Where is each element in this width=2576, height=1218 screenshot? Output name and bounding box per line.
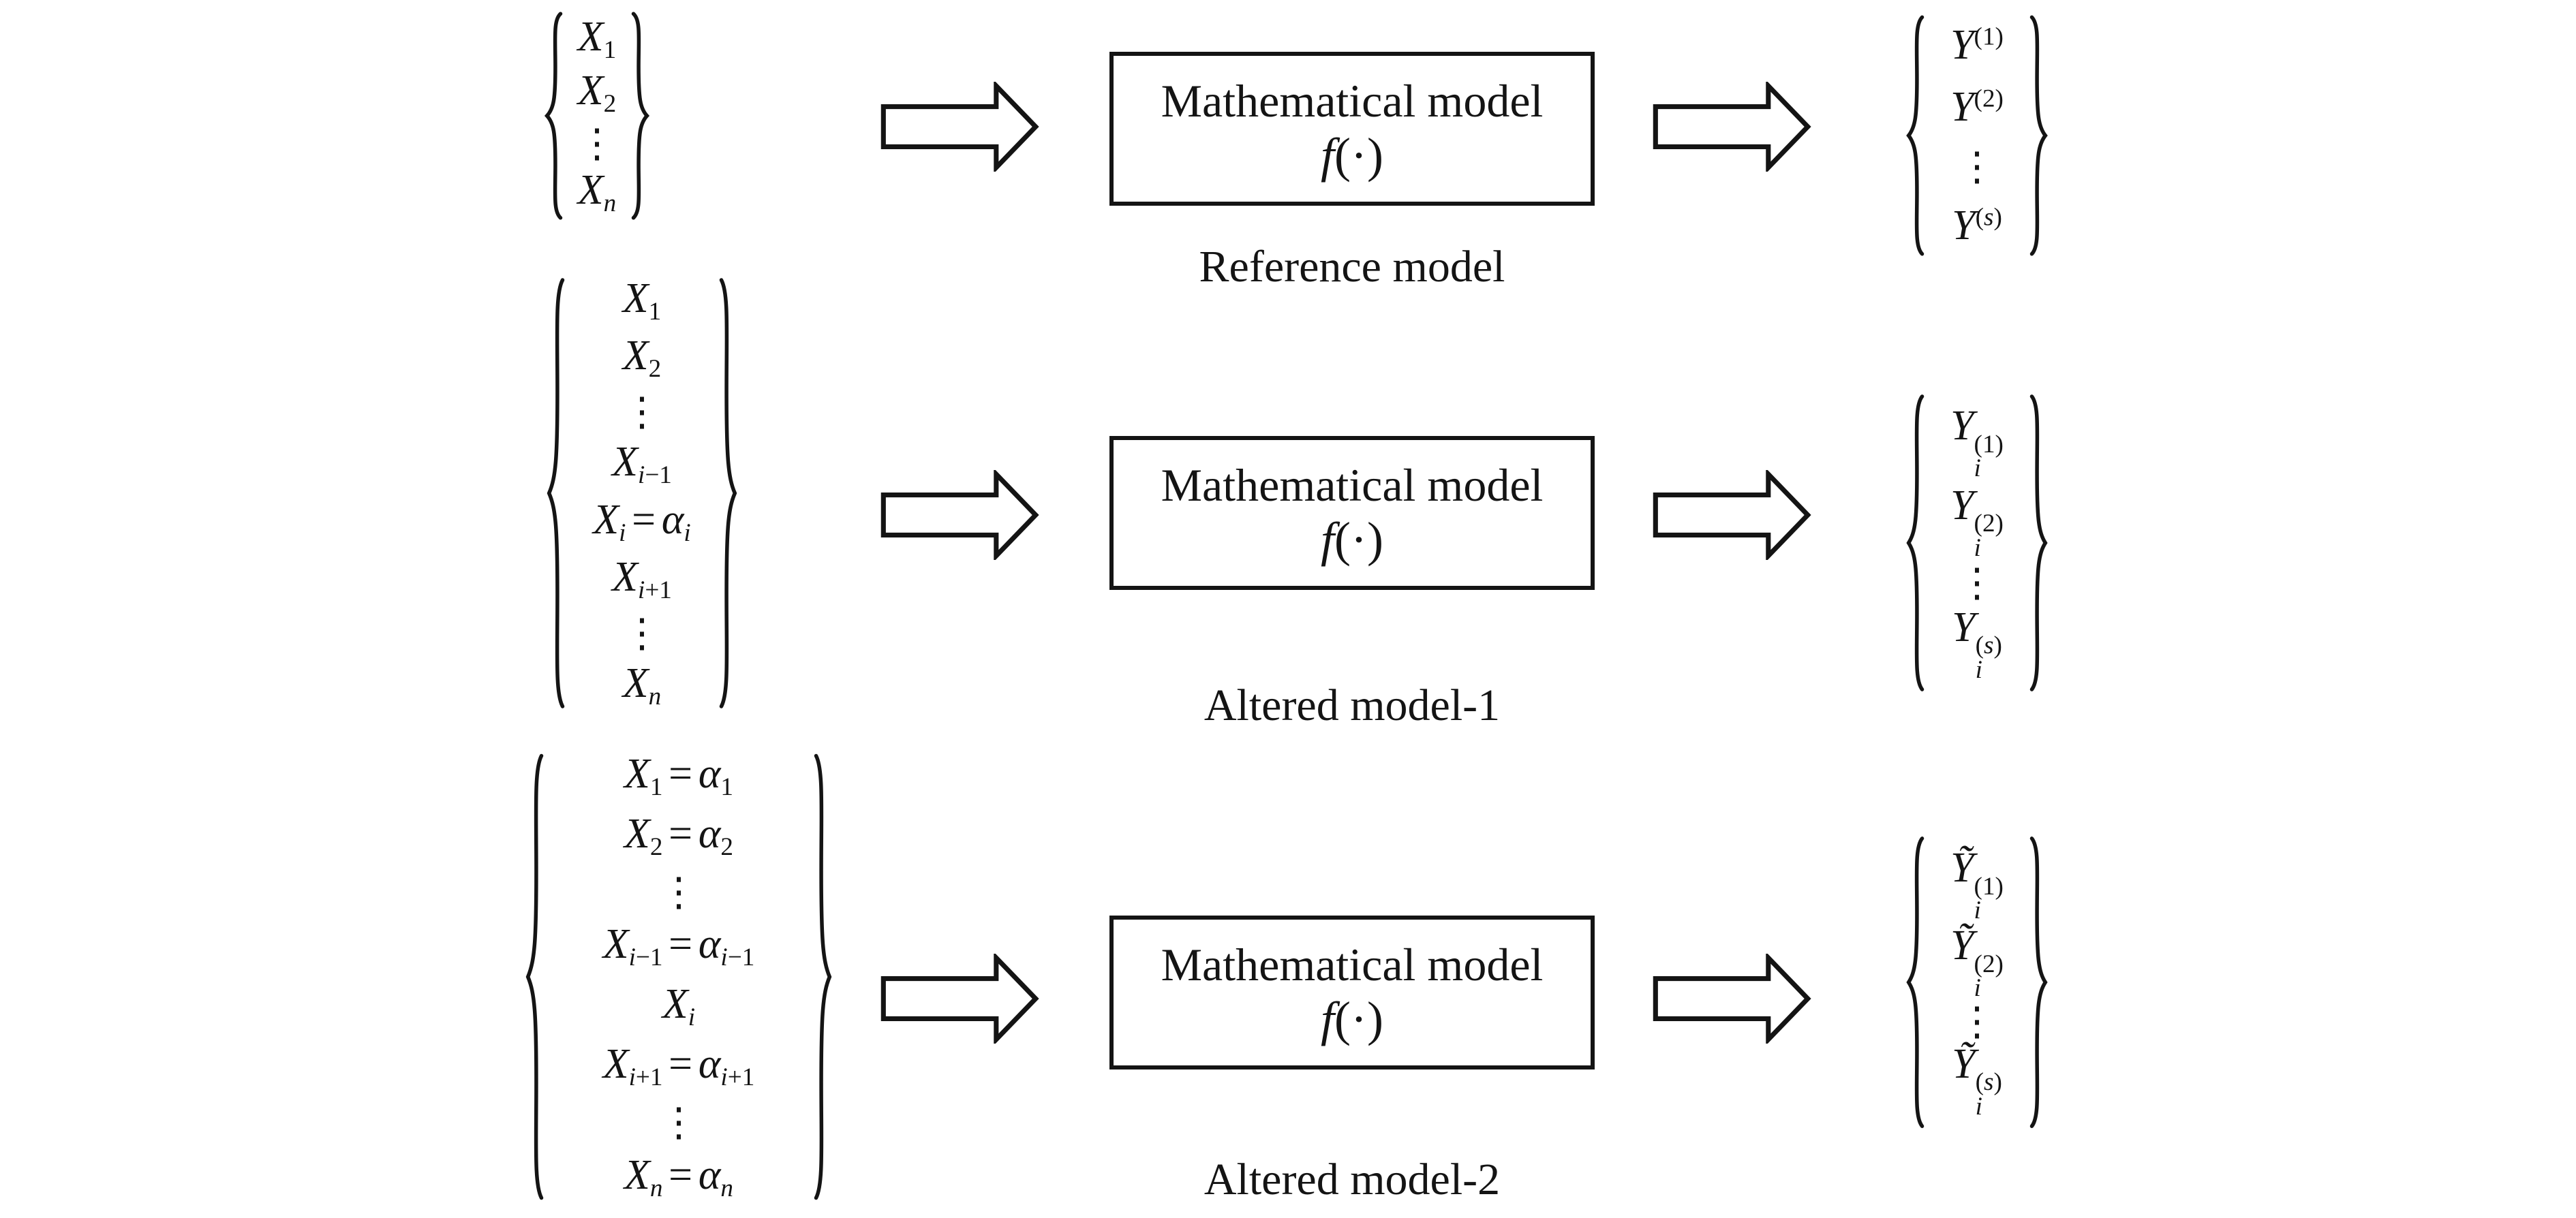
model-box: Mathematical model f(·)	[1109, 916, 1595, 1069]
vector-item: Xi+1=αi+1	[602, 1041, 755, 1092]
right-brace-icon	[719, 271, 738, 715]
left-brace-icon	[546, 271, 565, 715]
left-brace-icon	[544, 10, 563, 222]
vector-item: X2	[622, 332, 662, 384]
vector-item: Ỹ(1)i	[1950, 845, 2004, 924]
vertical-ellipsis: ⋮	[659, 868, 699, 915]
vector-item: Y(s)i	[1952, 604, 2002, 684]
left-brace-icon	[1905, 832, 1925, 1132]
vertical-ellipsis: ⋮	[577, 119, 617, 166]
vector-items: Y(1) Y(2) ⋮ Y(s)	[1926, 22, 2028, 249]
vector-item: X1=α1	[624, 751, 733, 802]
right-arrow-icon	[880, 954, 1039, 1044]
vector-item: Xi−1=αi−1	[602, 921, 755, 972]
model-box: Mathematical model f(·)	[1109, 436, 1595, 590]
vector-item: Xi−1	[612, 439, 672, 490]
right-arrow-icon	[880, 470, 1039, 560]
right-arrow-icon	[1653, 470, 1811, 560]
vector-item: Y(s)	[1952, 202, 2002, 249]
vector-item: Xn=αn	[624, 1151, 733, 1202]
vector-item: Y(1)i	[1950, 403, 2004, 482]
model-box-title: Mathematical model	[1161, 939, 1544, 990]
model-function: f(·)	[1321, 512, 1383, 567]
vertical-ellipsis: ⋮	[622, 609, 662, 656]
vertical-ellipsis: ⋮	[1957, 143, 1997, 190]
vector-item: Ỹ(s)i	[1952, 1040, 2002, 1121]
left-brace-icon	[1905, 12, 1925, 259]
right-arrow-icon	[1653, 954, 1811, 1044]
row-label: Altered model-1	[1203, 681, 1501, 730]
right-brace-icon	[2029, 832, 2049, 1132]
vertical-ellipsis: ⋮	[1957, 559, 1997, 606]
right-brace-icon	[2029, 12, 2049, 259]
vector-item: Y(2)i	[1950, 482, 2004, 562]
vertical-ellipsis: ⋮	[622, 388, 662, 435]
model-box-title: Mathematical model	[1161, 75, 1544, 127]
right-brace-icon	[2029, 390, 2049, 696]
model-box: Mathematical model f(·)	[1109, 52, 1595, 206]
left-brace-icon	[525, 747, 544, 1207]
vector-item: X1	[577, 14, 617, 65]
vector-item: Xn	[622, 659, 662, 710]
row-label: Altered model-2	[1203, 1155, 1501, 1204]
right-arrow-icon	[1653, 82, 1811, 172]
vector-item: Xi=αi	[593, 496, 691, 547]
vector-item: Xi	[662, 981, 696, 1032]
right-arrow-icon	[880, 82, 1039, 172]
vector-item: X2=α2	[624, 810, 733, 862]
vector-item: Ỹ(2)i	[1950, 922, 2004, 1002]
output-vector: Y(1) Y(2) ⋮ Y(s)	[1905, 12, 2049, 259]
vertical-ellipsis: ⋮	[1957, 998, 1997, 1044]
vector-item: Y(1)	[1950, 22, 2004, 68]
left-brace-icon	[1905, 390, 1925, 696]
model-box-title: Mathematical model	[1161, 459, 1544, 511]
model-function: f(·)	[1321, 992, 1383, 1046]
row-label: Reference model	[1199, 242, 1505, 292]
model-function: f(·)	[1321, 128, 1383, 183]
right-brace-icon	[631, 10, 650, 222]
vector-item: Xi+1	[612, 554, 672, 605]
vector-item: Xn	[577, 166, 617, 217]
vector-item: X2	[577, 67, 617, 119]
vertical-ellipsis: ⋮	[659, 1099, 699, 1146]
vector-item: X1	[622, 275, 662, 326]
vector-item: Y(2)	[1950, 83, 2004, 130]
right-brace-icon	[814, 747, 833, 1207]
